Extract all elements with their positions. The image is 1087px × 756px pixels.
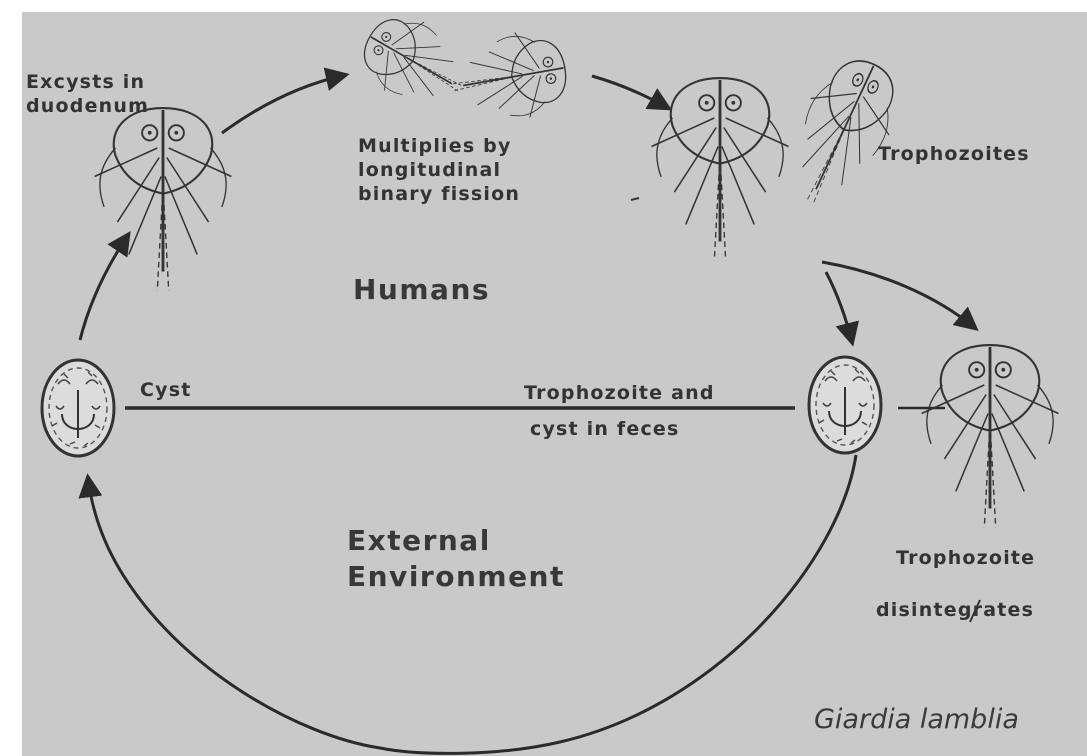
arrow-trophozoites-to-feces bbox=[826, 272, 852, 342]
label-troph-feces-line1: Trophozoite and bbox=[524, 381, 715, 405]
label-excysts-line1: Excysts in bbox=[26, 70, 145, 94]
trophozoite-human-2-side bbox=[770, 46, 913, 222]
arrow-multiply-to-trophozoites bbox=[592, 76, 668, 108]
species-caption: Giardia lamblia bbox=[814, 704, 1019, 735]
trophozoite-excysting bbox=[95, 108, 232, 290]
cyst-in-feces bbox=[809, 357, 881, 453]
label-troph-feces-line2: cyst in feces bbox=[530, 417, 680, 441]
arrow-excyst-to-multiply bbox=[222, 75, 345, 133]
label-external-line1: External bbox=[347, 524, 491, 558]
label-multiplies-line3: binary fission bbox=[358, 182, 520, 206]
arrow-cyst-to-excyst bbox=[80, 235, 128, 340]
trophozoite-human-1 bbox=[652, 78, 789, 260]
label-multiplies-line2: longitudinal bbox=[358, 158, 501, 182]
trophozoite-dividing-right bbox=[444, 25, 572, 130]
trophozoite-disintegrating bbox=[922, 345, 1059, 527]
label-humans: Humans bbox=[353, 273, 490, 307]
label-disintegrates-line1: Trophozoite bbox=[896, 546, 1035, 570]
cyst-environment bbox=[42, 360, 114, 456]
label-external-line2: Environment bbox=[347, 560, 565, 594]
trophozoite-dividing-left bbox=[350, 2, 481, 123]
label-excysts-line2: duodenum bbox=[26, 94, 149, 118]
label-trophozoites: Trophozoites bbox=[878, 142, 1030, 166]
label-cyst: Cyst bbox=[140, 378, 192, 402]
label-multiplies-line1: Multiplies by bbox=[358, 134, 512, 158]
arrow-external-cycle bbox=[88, 455, 856, 753]
label-disintegrates-line2: disintegrates bbox=[876, 598, 1034, 622]
